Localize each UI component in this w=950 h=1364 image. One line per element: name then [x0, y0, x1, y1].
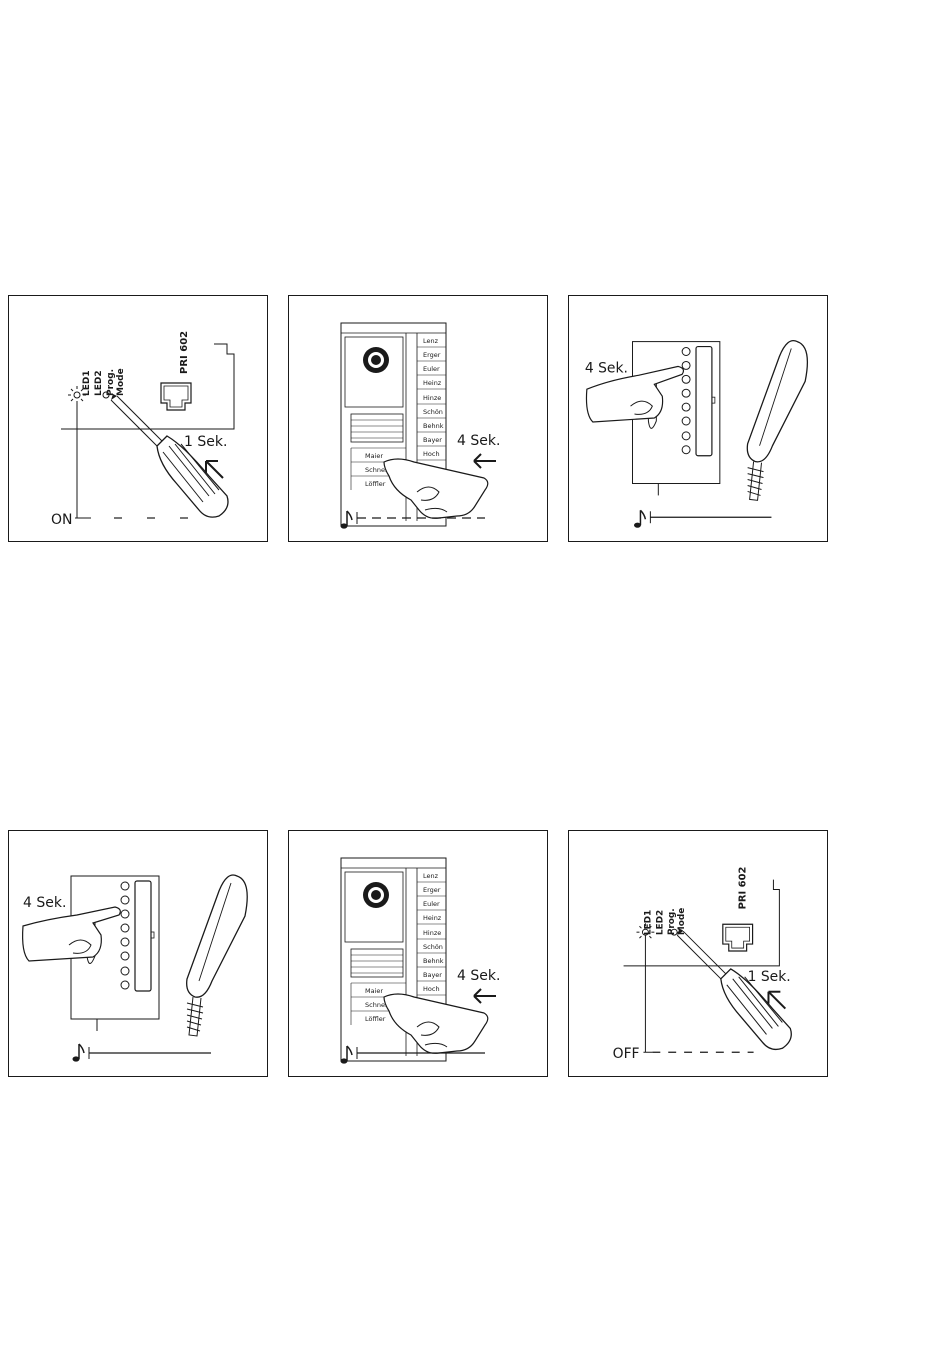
duration-label: 4 Sek. — [23, 895, 66, 911]
duration-label: 1 Sek. — [184, 434, 227, 450]
step-4-illustration: 4 Sek. — [9, 831, 268, 1077]
step-1-panel: LED1 LED2 Prog. Mode PRI 602 — [8, 295, 268, 542]
connector-port-icon — [723, 924, 753, 951]
name-tag[interactable]: Behnk — [423, 957, 444, 965]
arrow-left-icon — [474, 454, 496, 468]
name-tag-lower[interactable]: Maier — [365, 452, 383, 460]
button-column[interactable] — [682, 348, 690, 454]
duration-label: 4 Sek. — [457, 433, 500, 449]
handset-receiver-icon — [747, 341, 807, 501]
name-tag[interactable]: Schön — [423, 943, 443, 951]
name-tag[interactable]: Bayer — [423, 436, 442, 444]
led2-label: LED2 — [655, 910, 665, 935]
music-note-icon — [634, 510, 645, 527]
hand-pointer-icon — [384, 994, 488, 1053]
name-tag-column: Lenz Erger Euler Heinz Hinze Schön Behnk… — [417, 337, 446, 460]
name-tag[interactable]: Hoch — [423, 985, 440, 993]
name-tag[interactable]: Behnk — [423, 422, 444, 430]
step-1-illustration: LED1 LED2 Prog. Mode PRI 602 — [9, 296, 268, 542]
hand-pointer-icon — [384, 459, 488, 518]
name-tag[interactable]: Schön — [423, 408, 443, 416]
device-label: PRI 602 — [738, 867, 749, 910]
name-tag[interactable]: Heinz — [423, 914, 442, 922]
name-tag[interactable]: Heinz — [423, 379, 442, 387]
name-tag[interactable]: Euler — [423, 900, 440, 908]
name-tag-lower[interactable]: Löffler — [365, 480, 386, 488]
duration-label: 1 Sek. — [748, 969, 791, 985]
name-tag[interactable]: Hinze — [423, 394, 441, 402]
display-strip — [696, 347, 712, 456]
step-3-illustration: 4 Sek. — [569, 296, 828, 542]
arrow-left-icon — [474, 989, 496, 1003]
status-label: OFF — [613, 1046, 640, 1062]
name-tag[interactable]: Euler — [423, 365, 440, 373]
device-label: PRI 602 — [179, 331, 190, 374]
duration-label: 4 Sek. — [585, 360, 628, 376]
display-strip — [135, 881, 151, 991]
screwdriver-icon — [111, 394, 228, 517]
name-tag[interactable]: Erger — [423, 886, 441, 894]
step-6-panel: LED1 LED2 Prog. Mode PRI 602 OFF — [568, 830, 828, 1077]
led2-label: LED2 — [94, 370, 104, 396]
step-5-panel: Lenz Erger Euler Heinz Hinze Schön Behnk… — [288, 830, 548, 1077]
name-tag[interactable]: Lenz — [423, 337, 439, 345]
name-tag-lower[interactable]: Löffler — [365, 1015, 386, 1023]
screwdriver-icon — [677, 929, 791, 1049]
name-tag[interactable]: Bayer — [423, 971, 442, 979]
step-6-illustration: LED1 LED2 Prog. Mode PRI 602 OFF — [569, 831, 828, 1077]
name-tag[interactable]: Hinze — [423, 929, 441, 937]
name-tag[interactable]: Hoch — [423, 450, 440, 458]
duration-label: 4 Sek. — [457, 968, 500, 984]
prog-label: Prog. — [667, 908, 677, 935]
name-tag-lower[interactable]: Maier — [365, 987, 383, 995]
step-2-illustration: Lenz Erger Euler Heinz Hinze Schön Behnk… — [289, 296, 548, 542]
led1-label: LED1 — [82, 370, 92, 396]
music-note-icon — [73, 1044, 85, 1062]
handset-receiver-icon — [187, 875, 248, 1036]
status-label: ON — [51, 512, 73, 528]
button-column[interactable] — [121, 882, 129, 989]
name-tag[interactable]: Lenz — [423, 872, 439, 880]
step-3-panel: 4 Sek. — [568, 295, 828, 542]
step-2-panel: Lenz Erger Euler Heinz Hinze Schön Behnk… — [288, 295, 548, 542]
name-tag-column: Lenz Erger Euler Heinz Hinze Schön Behnk… — [417, 872, 446, 995]
step-5-illustration: Lenz Erger Euler Heinz Hinze Schön Behnk… — [289, 831, 548, 1077]
mode-label: Mode — [116, 368, 126, 396]
step-4-panel: 4 Sek. — [8, 830, 268, 1077]
name-tag[interactable]: Erger — [423, 351, 441, 359]
connector-port-icon — [161, 383, 191, 410]
